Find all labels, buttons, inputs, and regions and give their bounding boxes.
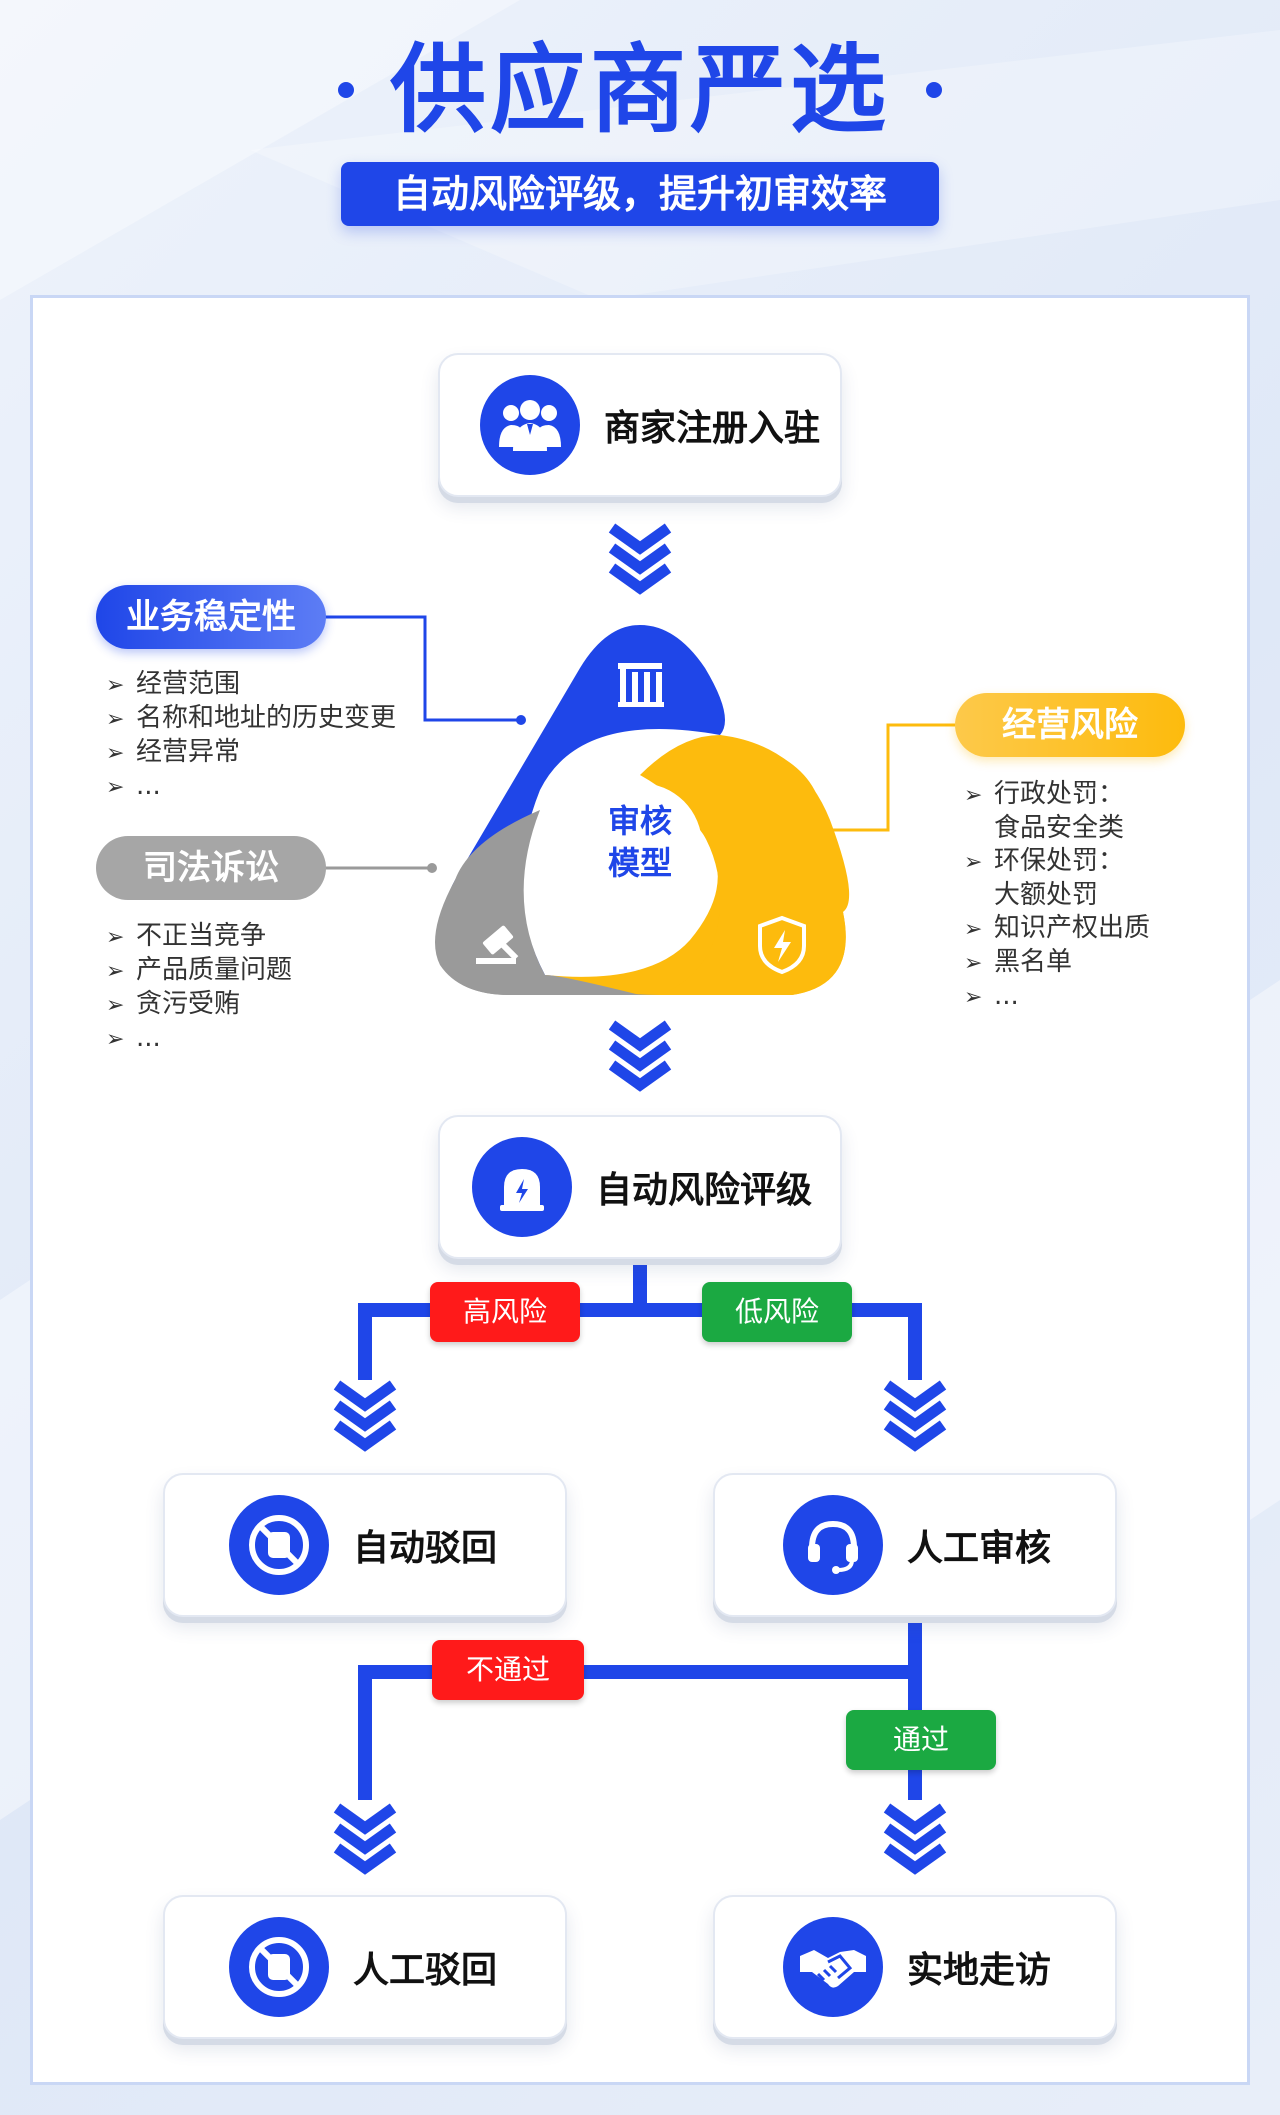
node-manual-reject-label: 人工驳回 <box>353 1950 498 1991</box>
node-manual-reject: 人工驳回 <box>163 1895 567 2039</box>
chevron-down-icon-1 <box>612 528 668 588</box>
title-row: 供应商严选 <box>0 30 1280 150</box>
alarm-icon <box>472 1137 572 1237</box>
node-auto-reject-label: 自动驳回 <box>353 1528 498 1569</box>
model-center-line1: 审核 <box>607 802 672 840</box>
model-center-line2: 模型 <box>607 844 672 882</box>
list-item: ➢... <box>106 771 161 801</box>
list-item: ➢黑名单 <box>964 947 1073 977</box>
audit-model-triangle <box>435 625 850 995</box>
list-item: ➢行政处罚： <box>964 779 1125 809</box>
list-item: 大额处罚 <box>994 880 1099 910</box>
node-manual-review: 人工审核 <box>713 1473 1117 1617</box>
list-item: ➢名称和地址的历史变更 <box>106 703 397 733</box>
node-register-label: 商家注册入驻 <box>604 408 821 449</box>
business-stability-list: ➢经营范围 ➢名称和地址的历史变更 ➢经营异常 ➢... <box>106 668 396 804</box>
list-item: ➢... <box>106 1023 161 1053</box>
users-icon <box>480 375 580 475</box>
branch-high-risk: 高风险 <box>430 1282 580 1342</box>
chevron-down-icon-4 <box>887 1385 943 1445</box>
chevron-down-icon-3 <box>337 1385 393 1445</box>
operation-risk-list: ➢行政处罚： 食品安全类 ➢环保处罚： 大额处罚 ➢知识产权出质 ➢黑名单 ➢.… <box>964 778 1150 1014</box>
chevron-down-icon-5 <box>337 1808 393 1868</box>
handshake-icon <box>783 1917 883 2017</box>
list-item: ➢贪污受贿 <box>106 989 241 1019</box>
model-center-label: 审核 模型 <box>578 800 702 884</box>
node-auto-reject: 自动驳回 <box>163 1473 567 1617</box>
chevron-down-icon-2 <box>612 1025 668 1085</box>
factor-judicial: 司法诉讼 <box>96 836 326 900</box>
list-item: ➢知识产权出质 <box>964 913 1151 943</box>
chevron-down-icon-6 <box>887 1808 943 1868</box>
node-site-visit-label: 实地走访 <box>907 1950 1052 1991</box>
node-auto-rating-label: 自动风险评级 <box>596 1170 813 1211</box>
shield-bolt-icon <box>758 915 806 975</box>
node-site-visit: 实地走访 <box>713 1895 1117 2039</box>
node-register: 商家注册入驻 <box>438 353 842 497</box>
list-item: ➢... <box>964 981 1019 1011</box>
headset-icon <box>783 1495 883 1595</box>
building-icon <box>618 663 664 707</box>
page-title: 供应商严选 <box>390 34 890 146</box>
factor-operation-risk: 经营风险 <box>955 693 1185 757</box>
list-item: ➢经营异常 <box>106 737 241 767</box>
no-hand-icon <box>229 1495 329 1595</box>
page-subtitle: 自动风险评级，提升初审效率 <box>341 162 939 226</box>
factor-business-stability: 业务稳定性 <box>96 585 326 649</box>
list-item: ➢不正当竞争 <box>106 921 267 951</box>
title-dot-left <box>338 82 354 98</box>
judicial-list: ➢不正当竞争 ➢产品质量问题 ➢贪污受贿 ➢... <box>106 920 292 1056</box>
list-item: ➢环保处罚： <box>964 846 1125 876</box>
list-item: ➢经营范围 <box>106 669 241 699</box>
gavel-icon <box>476 925 519 964</box>
no-hand-icon <box>229 1917 329 2017</box>
node-auto-rating: 自动风险评级 <box>438 1115 842 1259</box>
list-item: ➢产品质量问题 <box>106 955 293 985</box>
title-dot-right <box>926 82 942 98</box>
list-item: 食品安全类 <box>994 813 1125 843</box>
branch-low-risk: 低风险 <box>702 1282 852 1342</box>
node-manual-review-label: 人工审核 <box>907 1528 1052 1569</box>
branch-not-pass: 不通过 <box>432 1640 584 1700</box>
branch-pass: 通过 <box>846 1710 996 1770</box>
